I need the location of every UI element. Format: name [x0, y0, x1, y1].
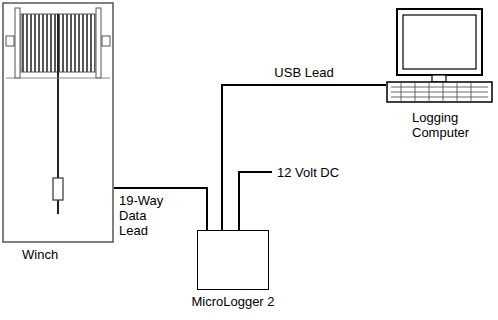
computer-illustration-part — [387, 82, 492, 102]
node-label: MicroLogger 2 — [183, 294, 283, 309]
computer-illustration-part — [403, 15, 476, 69]
winch-illustration-part — [6, 78, 110, 79]
computer-illustration-part — [432, 75, 446, 82]
winch-illustration-part — [96, 8, 101, 78]
cable-connector — [222, 85, 386, 230]
logger-box — [197, 230, 269, 290]
winch-illustration-part — [3, 3, 113, 242]
wire-label: 12 Volt DC — [276, 165, 340, 180]
computer-illustration — [386, 8, 494, 104]
cable-label: 19-Way Data Lead — [118, 193, 176, 238]
node-label: Winch — [2, 247, 114, 262]
computer-illustration-part — [391, 82, 488, 102]
cable-label: USB Lead — [273, 65, 334, 80]
winch-illustration-part — [102, 36, 110, 46]
winch-illustration-part — [15, 8, 20, 78]
winch-illustration-part — [53, 178, 63, 200]
equipment-node: MicroLogger 2 — [183, 230, 283, 309]
winch-illustration — [2, 2, 114, 244]
equipment-node: Winch — [2, 2, 114, 262]
node-label: Logging Computer — [412, 110, 482, 140]
equipment-node: Logging Computer — [386, 8, 494, 140]
computer-illustration-part — [397, 9, 482, 75]
winch-illustration-part — [6, 36, 14, 46]
power-wire-line — [239, 172, 272, 231]
